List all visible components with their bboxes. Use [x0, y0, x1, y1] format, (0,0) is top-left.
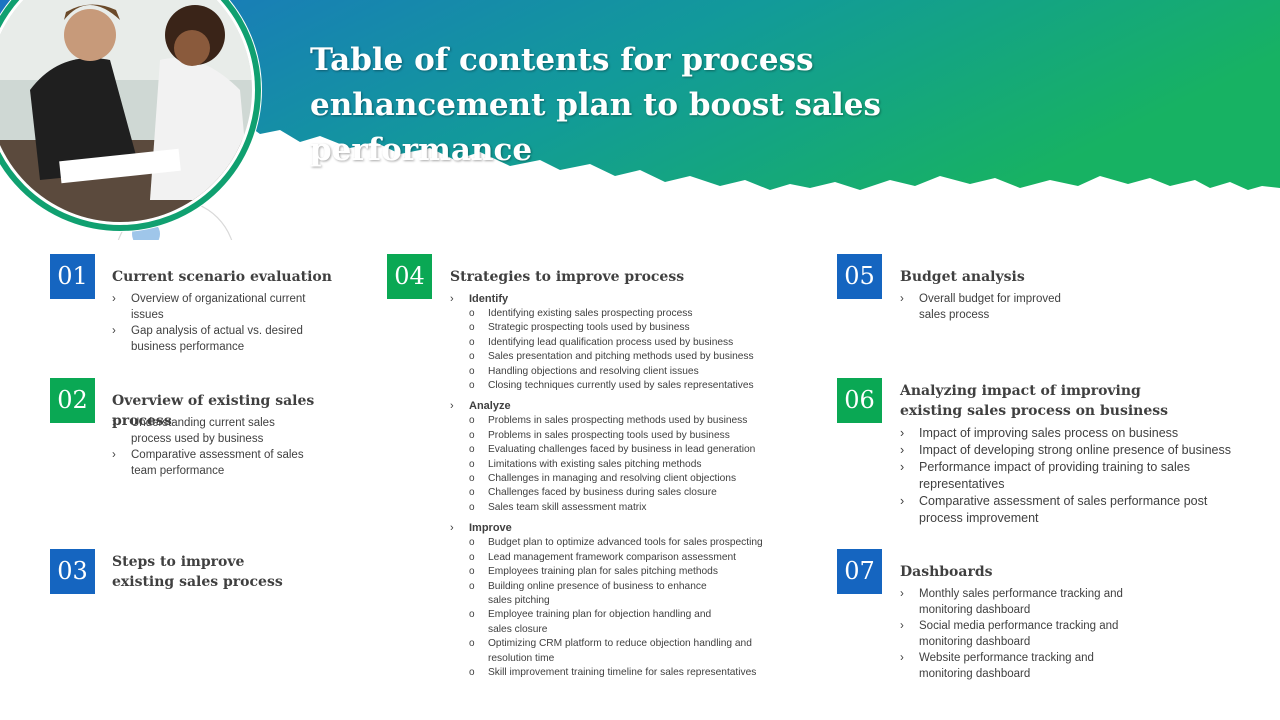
- section-items: Overall budget for improved sales proces…: [900, 291, 1090, 323]
- list-item: Skill improvement training timeline for …: [450, 666, 780, 681]
- list-item: Social media performance tracking and mo…: [900, 618, 1150, 650]
- section-title: Strategies to improve process: [450, 269, 685, 285]
- list-item: Identifying existing sales prospecting p…: [450, 307, 810, 322]
- list-item: Gap analysis of actual vs. desired busin…: [112, 323, 312, 355]
- section-number: 06: [837, 378, 882, 423]
- list-item: Overall budget for improved sales proces…: [900, 291, 1090, 323]
- list-item: Strategic prospecting tools used by busi…: [450, 321, 810, 336]
- section-number: 03: [50, 549, 95, 594]
- header-photo: [0, 0, 262, 240]
- list-item: Overview of organizational current issue…: [112, 291, 312, 323]
- sub-list: Identifying existing sales prospecting p…: [450, 307, 810, 394]
- list-item: Lead management framework comparison ass…: [450, 551, 780, 566]
- list-item: Challenges in managing and resolving cli…: [450, 472, 810, 487]
- section-title: Analyzing impact of improving existing s…: [900, 383, 1168, 419]
- section-items: Monthly sales performance tracking and m…: [900, 586, 1150, 682]
- list-item: Employees training plan for sales pitchi…: [450, 565, 780, 580]
- list-item: Budget plan to optimize advanced tools f…: [450, 536, 780, 551]
- list-item: Handling objections and resolving client…: [450, 365, 810, 380]
- group-heading: Identify: [450, 292, 810, 307]
- sub-list: Budget plan to optimize advanced tools f…: [450, 536, 780, 680]
- list-item: Limitations with existing sales pitching…: [450, 458, 810, 473]
- section-number: 07: [837, 549, 882, 594]
- section-items: Impact of improving sales process on bus…: [900, 425, 1250, 527]
- list-item: Employee training plan for objection han…: [450, 608, 728, 637]
- section-title: Steps to improve existing sales process: [112, 554, 283, 590]
- list-item: Challenges faced by business during sale…: [450, 486, 810, 501]
- section-title: Budget analysis: [900, 269, 1025, 285]
- list-item: Monthly sales performance tracking and m…: [900, 586, 1150, 618]
- section-items: Overview of organizational current issue…: [112, 291, 312, 355]
- list-item: Comparative assessment of sales team per…: [112, 447, 312, 479]
- section-number: 05: [837, 254, 882, 299]
- list-item: Closing techniques currently used by sal…: [450, 379, 810, 394]
- list-item: Optimizing CRM platform to reduce object…: [450, 637, 758, 666]
- list-item: Evaluating challenges faced by business …: [450, 443, 810, 458]
- section-number: 04: [387, 254, 432, 299]
- list-item: Problems in sales prospecting methods us…: [450, 414, 810, 429]
- list-item: Building online presence of business to …: [450, 580, 718, 609]
- list-item: Performance impact of providing training…: [900, 459, 1199, 493]
- list-item: Website performance tracking and monitor…: [900, 650, 1150, 682]
- group-heading: Improve: [450, 521, 810, 536]
- list-item: Sales presentation and pitching methods …: [450, 350, 810, 365]
- list-item: Identifying lead qualification process u…: [450, 336, 810, 351]
- list-item: Problems in sales prospecting tools used…: [450, 429, 810, 444]
- list-item: Understanding current sales process used…: [112, 415, 312, 447]
- section-title: Current scenario evaluation: [112, 269, 332, 285]
- section-items: Understanding current sales process used…: [112, 415, 312, 479]
- section-number: 02: [50, 378, 95, 423]
- list-item: Comparative assessment of sales performa…: [900, 493, 1239, 527]
- group-heading: Analyze: [450, 399, 810, 414]
- list-item: Impact of improving sales process on bus…: [900, 425, 1250, 442]
- section-title: Dashboards: [900, 564, 993, 580]
- strategies-list: Identify Identifying existing sales pros…: [450, 292, 810, 686]
- page-title: Table of contents for process enhancemen…: [310, 42, 881, 168]
- header-banner: [0, 0, 1280, 190]
- section-number: 01: [50, 254, 95, 299]
- sub-list: Problems in sales prospecting methods us…: [450, 414, 810, 515]
- list-item: Sales team skill assessment matrix: [450, 501, 810, 516]
- list-item: Impact of developing strong online prese…: [900, 442, 1250, 459]
